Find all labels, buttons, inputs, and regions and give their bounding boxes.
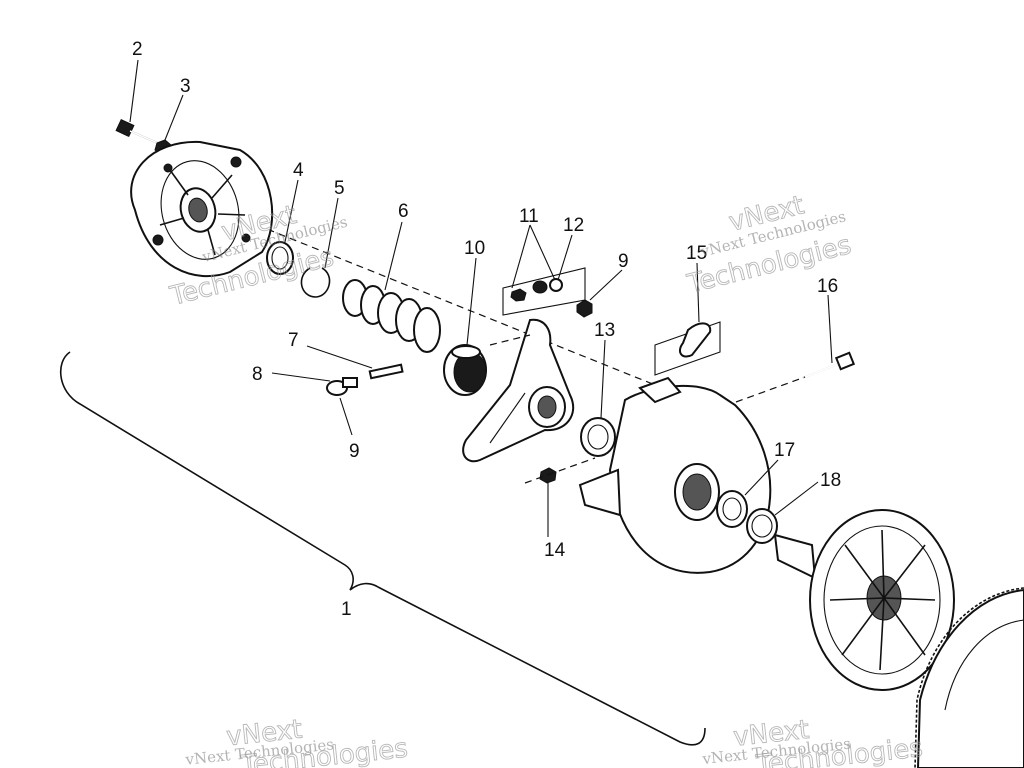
part-5-snap-ring — [300, 267, 331, 298]
part-17-spacer — [716, 490, 748, 528]
part-15-clip — [654, 321, 721, 376]
watermarks: vNext Technologies vNext Technologies vN… — [166, 190, 925, 768]
part-2-bolt — [115, 118, 163, 146]
callout-14: 14 — [544, 540, 566, 561]
assembly-bracket — [59, 351, 706, 746]
part-7-pin — [368, 363, 404, 380]
part-13-washer — [580, 417, 616, 457]
callout-9-right: 9 — [618, 251, 629, 272]
part-6-spring — [342, 279, 441, 353]
callout-7: 7 — [288, 330, 299, 351]
callout-16: 16 — [817, 276, 838, 297]
part-4-bushing — [266, 241, 294, 275]
callout-labels: 1 2 3 4 5 6 7 8 9 10 11 12 9 13 14 15 16… — [132, 39, 841, 620]
callout-3: 3 — [180, 76, 191, 97]
part-18-washer — [746, 508, 778, 544]
callout-17: 17 — [774, 440, 795, 461]
callout-8: 8 — [252, 364, 263, 385]
part-16-bolt — [802, 351, 856, 379]
callout-9-left: 9 — [349, 441, 360, 462]
callout-13: 13 — [594, 320, 615, 341]
callout-18: 18 — [820, 470, 841, 491]
watermark-lower-right: vNext Technologies vNext Technologies — [701, 714, 925, 768]
part-14-nut — [539, 467, 557, 484]
callout-5: 5 — [334, 178, 345, 199]
fixed-sheave-with-ring-gear — [773, 509, 1024, 768]
leader-lines — [129, 59, 833, 537]
callout-6: 6 — [398, 201, 409, 222]
callout-12: 12 — [563, 215, 584, 236]
callout-11: 11 — [519, 206, 539, 227]
part-11-12-hardware — [502, 267, 586, 316]
moveable-sheave — [578, 376, 772, 574]
cover-plate — [130, 140, 274, 278]
callout-4: 4 — [293, 160, 304, 181]
spider-arm — [462, 318, 575, 463]
callout-10: 10 — [464, 238, 485, 259]
watermark-center: vNext Technologies vNext Technologies — [166, 200, 349, 313]
callout-2: 2 — [132, 39, 143, 60]
watermark-lower-left: vNext Technologies vNext Technologies — [184, 714, 410, 768]
part-8-roller — [326, 377, 358, 396]
part-9-right-nut — [576, 299, 593, 318]
part-10-spider-bushing — [443, 344, 487, 396]
callout-1: 1 — [341, 599, 352, 620]
callout-15: 15 — [686, 243, 707, 264]
